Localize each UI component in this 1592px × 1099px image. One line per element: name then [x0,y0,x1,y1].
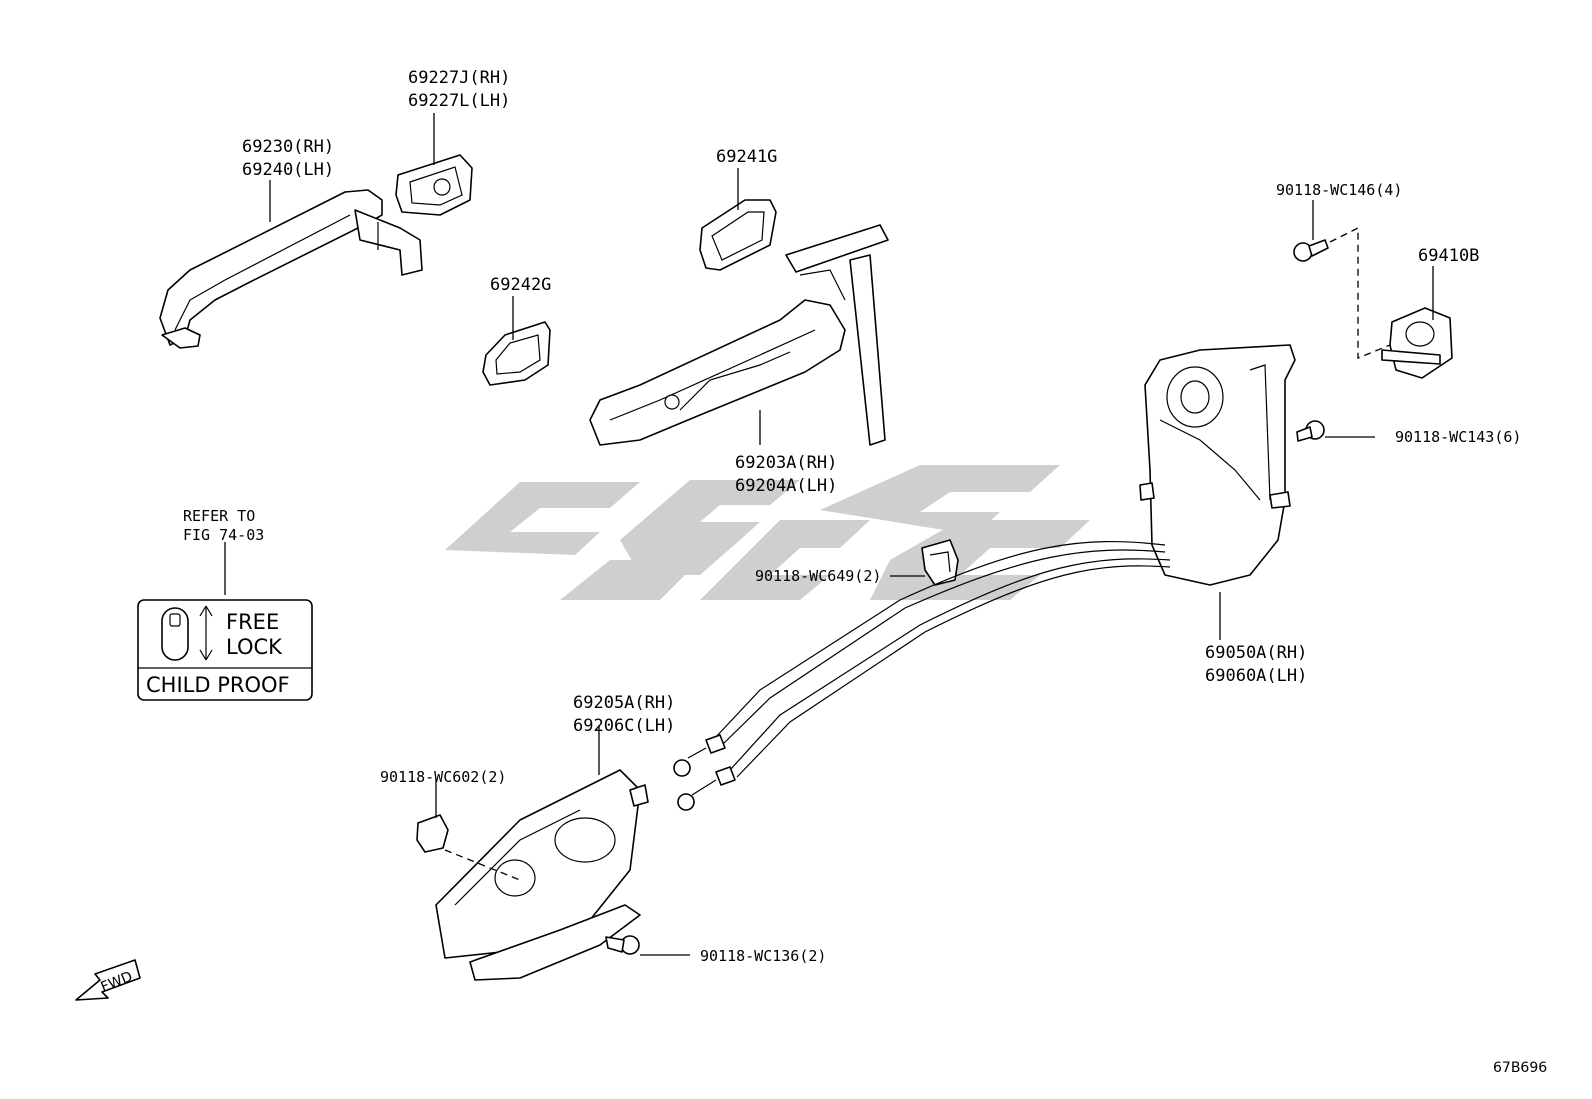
label-outer-handle-lh: 69240(LH) [242,160,334,180]
child-proof-label: CHILD PROOF [146,673,290,697]
child-lock-switch-icon [161,607,189,661]
striker-part [1381,307,1453,379]
up-down-arrow-icon [199,605,213,661]
label-lock-assy-rh: 69050A(RH) [1205,643,1307,663]
inner-door-handle-part [435,769,649,981]
label-striker: 69410B [1418,246,1479,266]
label-mid-screw: 90118-WC143(6) [1395,428,1521,446]
upper-gasket-part [699,199,777,271]
lower-screw-part [605,935,640,955]
door-lock-assembly-part [1139,344,1296,586]
mid-screw-part [1296,420,1325,442]
part-labels: 69230(RH) 69240(LH) 69227J(RH) 69227L(LH… [242,68,1521,965]
label-lower-clip: 90118-WC602(2) [380,768,506,786]
child-proof-reference: REFER TO FIG 74-03 FREE LOCK CHILD PROOF [137,507,313,701]
label-handle-frame-lh: 69204A(LH) [735,476,837,496]
forward-arrow-icon: FWD [75,959,141,1001]
lower-gasket-part [482,321,551,386]
label-inner-handle-lh: 69206C(LH) [573,716,675,736]
label-upper-gasket: 69241G [716,147,777,167]
leader-lines [224,113,1434,956]
outer-door-handle-part [159,189,423,349]
child-proof-free: FREE [226,610,279,634]
label-outer-handle-rh: 69230(RH) [242,137,334,157]
handle-cap-part [395,154,473,216]
refer-line-1: REFER TO [183,507,255,525]
label-inner-handle-rh: 69205A(RH) [573,693,675,713]
cable-clip-part [921,539,959,586]
handle-frame-part [589,224,889,446]
upper-screw-part [1293,226,1391,359]
lower-clip-part [416,814,521,881]
label-handle-frame-rh: 69203A(RH) [735,453,837,473]
figure-code: 67B696 [1493,1060,1547,1076]
label-handle-cap-rh: 69227J(RH) [408,68,510,88]
lock-cables [673,540,1171,811]
refer-line-2: FIG 74-03 [183,526,264,544]
watermark-logo [445,465,1090,600]
label-lower-gasket: 69242G [490,275,551,295]
label-cable-clip: 90118-WC649(2) [755,567,881,585]
label-upper-screw: 90118-WC146(4) [1276,181,1402,199]
child-proof-lock: LOCK [226,635,283,659]
label-handle-cap-lh: 69227L(LH) [408,91,510,111]
label-lower-screw: 90118-WC136(2) [700,947,826,965]
label-lock-assy-lh: 69060A(LH) [1205,666,1307,686]
